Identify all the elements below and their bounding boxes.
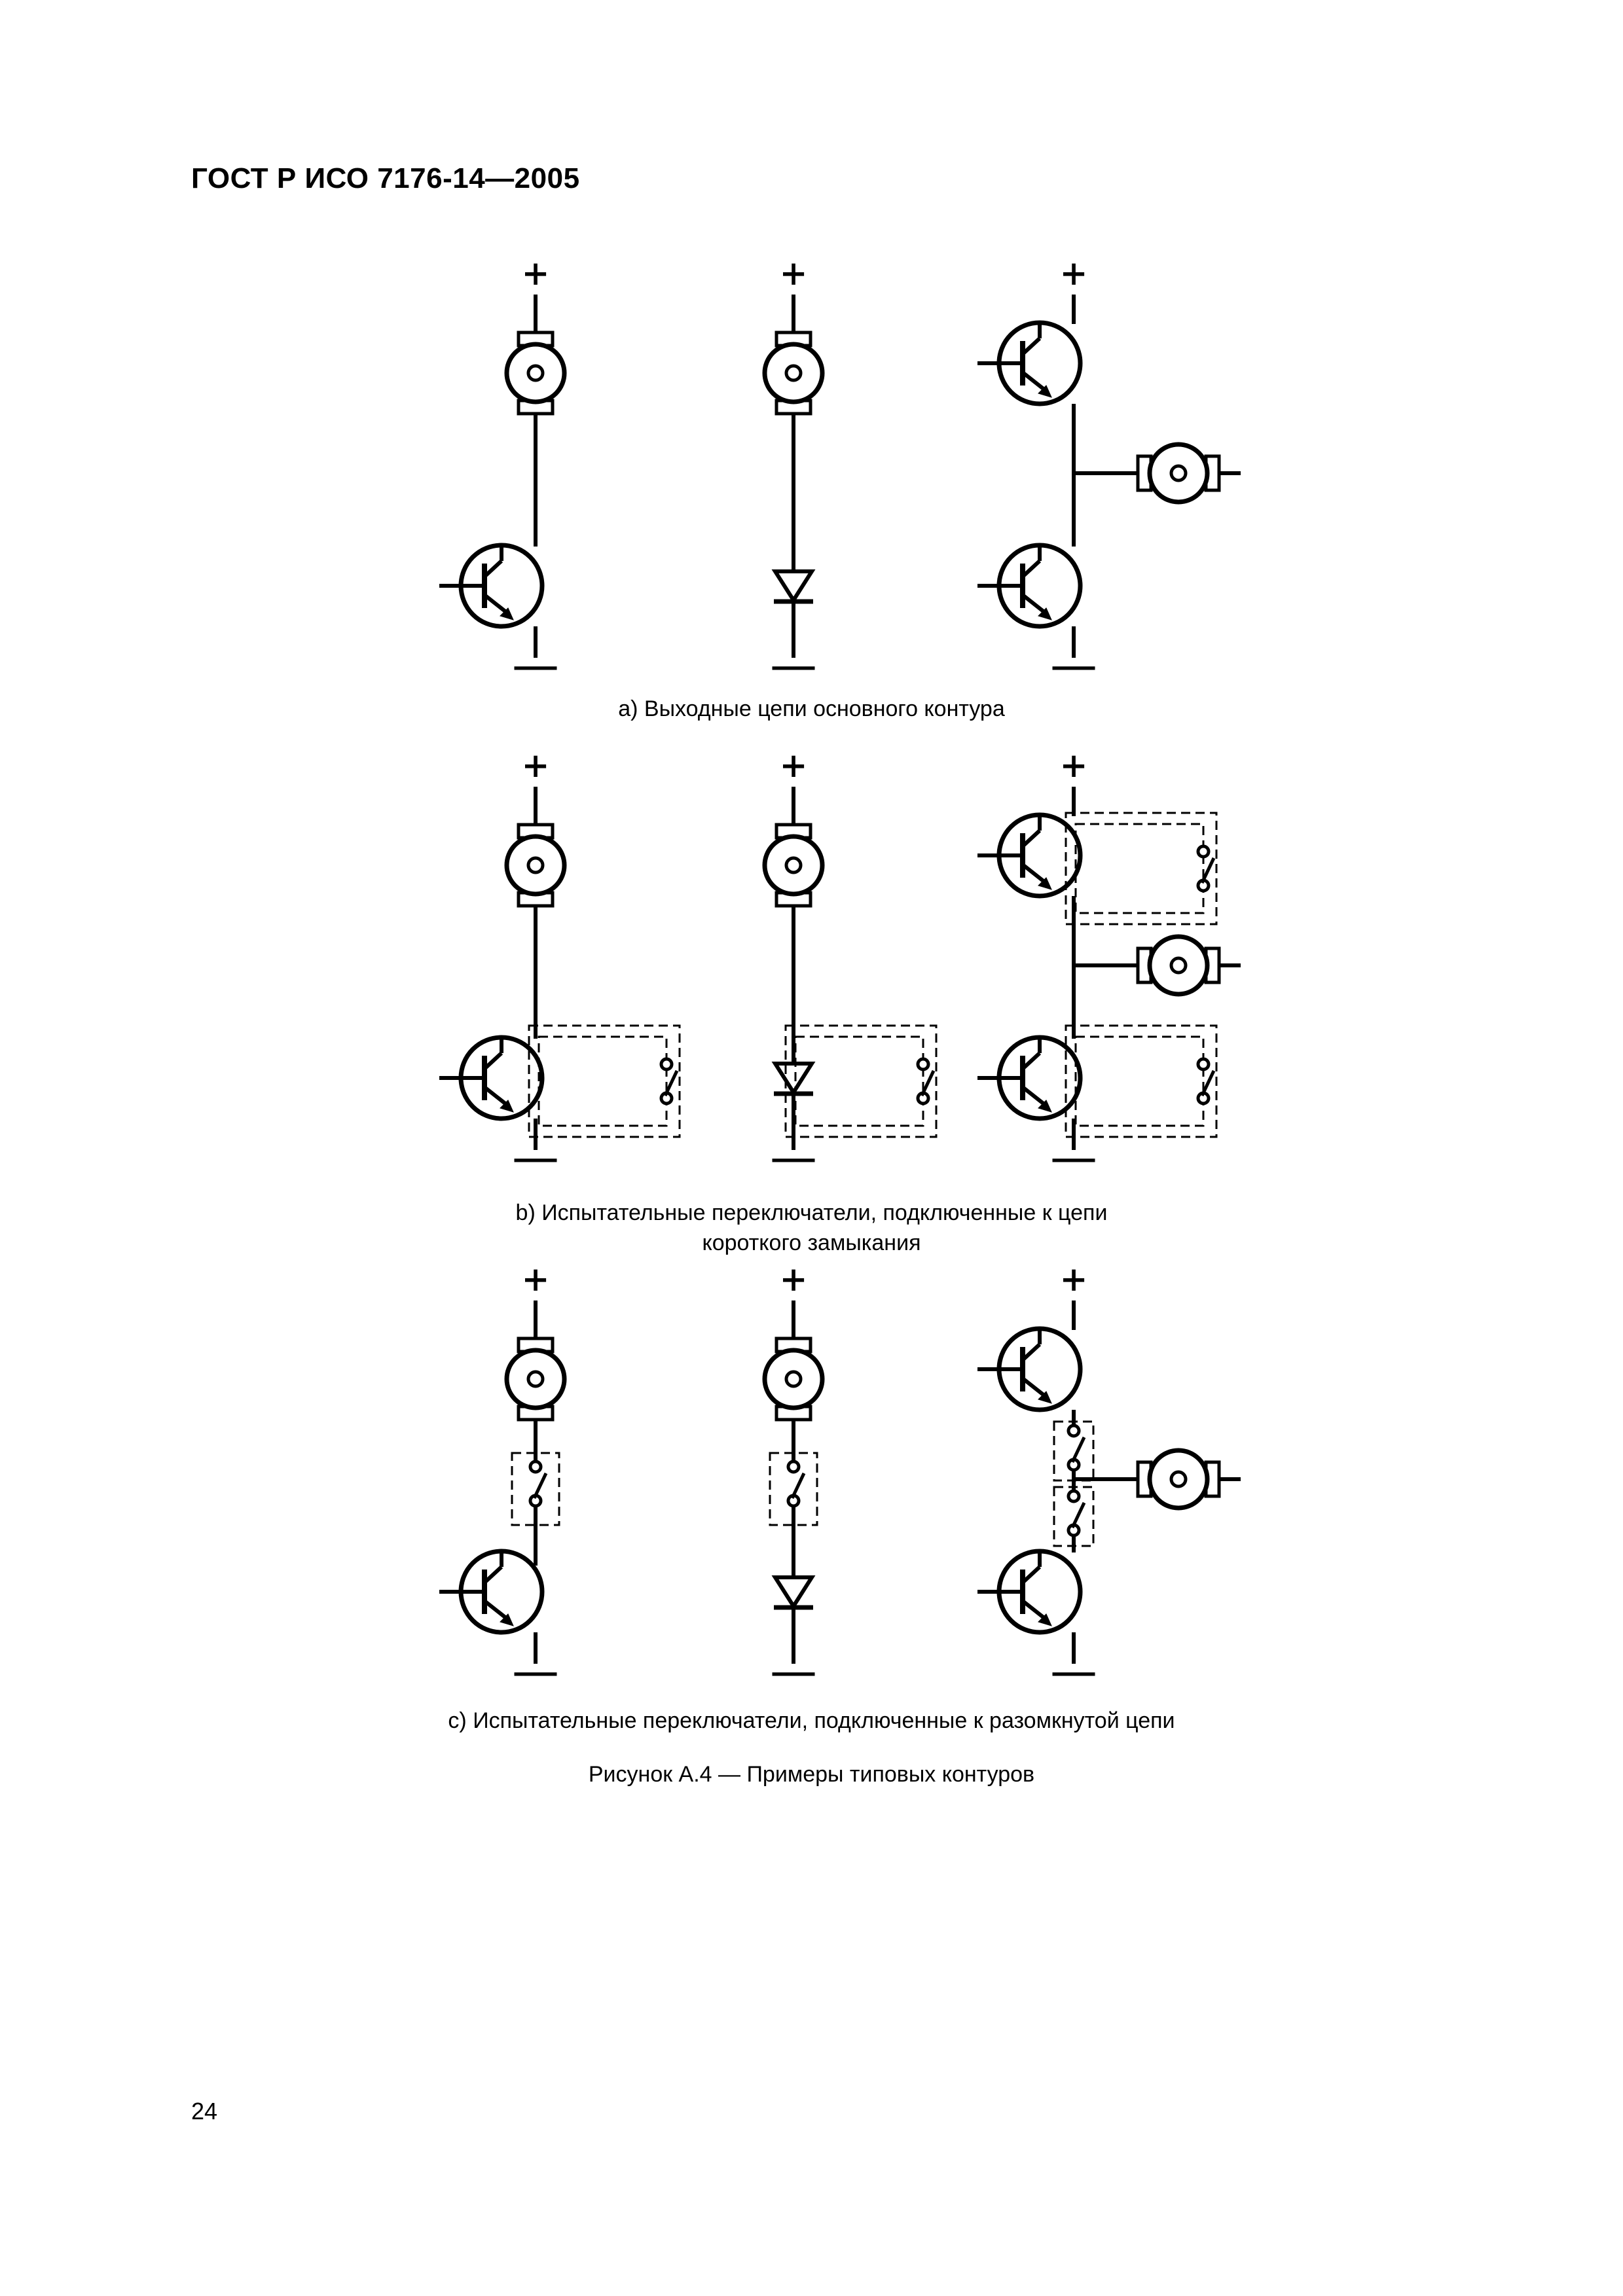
transistor-symbol xyxy=(977,815,1080,896)
test-switch-box xyxy=(1065,812,1218,925)
figure-caption: Рисунок А.4 — Примеры типовых контуров xyxy=(588,1762,1035,1787)
transistor-symbol xyxy=(977,323,1080,404)
test-switch-box-inner xyxy=(538,1035,668,1127)
test-switch xyxy=(1198,846,1214,891)
positive-terminal: + xyxy=(523,1256,547,1303)
motor-symbol xyxy=(765,1338,822,1420)
test-switch-box xyxy=(1065,1024,1218,1138)
test-switch xyxy=(1068,1491,1084,1535)
test-switch xyxy=(661,1059,677,1103)
test-switch-box xyxy=(769,1452,818,1526)
positive-terminal: + xyxy=(781,1256,805,1303)
negative-terminal: — xyxy=(515,1647,556,1694)
motor-symbol xyxy=(507,1338,564,1420)
test-switch xyxy=(788,1462,804,1506)
caption-row-b-line-2: короткого замыкания xyxy=(702,1230,921,1255)
motor-symbol xyxy=(765,825,822,906)
test-switch-box-inner xyxy=(1074,1035,1205,1127)
transistor-symbol xyxy=(977,1551,1080,1632)
motor-symbol xyxy=(765,332,822,414)
test-switch xyxy=(918,1059,934,1103)
test-switch xyxy=(1198,1059,1214,1103)
caption-row-c-line-1: c) Испытательные переключатели, подключе… xyxy=(448,1708,1175,1733)
diode-symbol xyxy=(774,571,813,601)
motor-symbol xyxy=(1138,444,1219,502)
transistor-symbol xyxy=(439,545,542,626)
document-header: ГОСТ Р ИСО 7176-14—2005 xyxy=(191,162,580,194)
test-switch-box-inner xyxy=(794,1035,924,1127)
positive-terminal: + xyxy=(781,742,805,789)
motor-symbol xyxy=(1138,1450,1219,1508)
positive-terminal: + xyxy=(523,250,547,297)
positive-terminal: + xyxy=(1061,742,1085,789)
transistor-symbol xyxy=(439,1037,542,1119)
page-number: 24 xyxy=(191,2098,218,2125)
test-switch-box-inner xyxy=(1074,823,1205,914)
negative-terminal: — xyxy=(1053,641,1095,688)
negative-terminal: — xyxy=(515,1133,556,1180)
motor-symbol xyxy=(507,825,564,906)
diode-symbol xyxy=(774,1577,813,1607)
caption-row-b-line-1: b) Испытательные переключатели, подключе… xyxy=(515,1200,1108,1225)
positive-terminal: + xyxy=(1061,250,1085,297)
positive-terminal: + xyxy=(781,250,805,297)
caption-row-c: c) Испытательные переключатели, подключе… xyxy=(0,1706,1623,1736)
positive-terminal: + xyxy=(523,742,547,789)
positive-terminal: + xyxy=(1061,1256,1085,1303)
transistor-symbol xyxy=(977,545,1080,626)
transistor-symbol xyxy=(977,1329,1080,1410)
test-switch-box xyxy=(784,1024,938,1138)
test-switch xyxy=(530,1462,546,1506)
caption-row-a-line-1: a) Выходные цепи основного контура xyxy=(618,696,1005,721)
motor-symbol xyxy=(1138,937,1219,994)
diode-symbol xyxy=(774,1064,813,1094)
caption-row-a: a) Выходные цепи основного контура xyxy=(0,694,1623,724)
transistor-symbol xyxy=(439,1551,542,1632)
test-switch-box xyxy=(511,1452,560,1526)
caption-row-b: b) Испытательные переключатели, подключе… xyxy=(0,1198,1623,1258)
test-switch xyxy=(1068,1426,1084,1470)
test-switch-box xyxy=(528,1024,681,1138)
motor-symbol xyxy=(507,332,564,414)
transistor-symbol xyxy=(977,1037,1080,1119)
